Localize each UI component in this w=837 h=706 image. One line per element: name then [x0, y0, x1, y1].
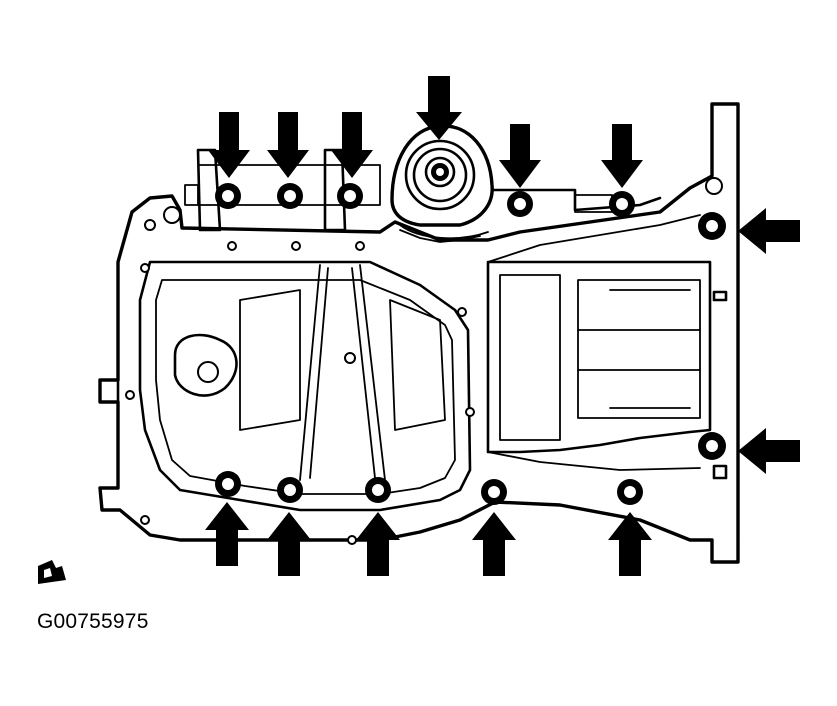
bolt — [215, 183, 241, 209]
bolt — [698, 432, 726, 460]
oil-pan-bolts — [215, 183, 726, 505]
figure-code: G00755975 — [37, 610, 149, 633]
arrow-up-icon — [267, 512, 311, 576]
bolt — [337, 183, 363, 209]
arrow-down-icon — [499, 124, 541, 188]
arrow-up-icon — [205, 502, 249, 566]
bolt — [365, 477, 391, 503]
arrow-left-icon — [738, 428, 800, 474]
arrow-down-icon — [208, 112, 250, 178]
flange-holes — [125, 177, 723, 545]
publisher-logo-icon — [38, 560, 66, 584]
bolt — [609, 191, 635, 217]
arrow-up-icon — [472, 512, 516, 576]
bolt — [215, 471, 241, 497]
arrow-down-icon — [601, 124, 643, 188]
arrow-down-icon — [267, 112, 309, 178]
arrow-up-icon — [608, 512, 652, 576]
arrow-up-icon — [356, 512, 400, 576]
bolt — [507, 191, 533, 217]
bolt — [698, 212, 726, 240]
bolt-arrows — [205, 76, 800, 576]
bolt — [277, 477, 303, 503]
arrow-left-icon — [738, 208, 800, 254]
arrow-down-icon — [416, 76, 462, 140]
bolt — [277, 183, 303, 209]
bolt — [617, 479, 643, 505]
bolt — [481, 479, 507, 505]
arrow-down-icon — [331, 112, 373, 178]
